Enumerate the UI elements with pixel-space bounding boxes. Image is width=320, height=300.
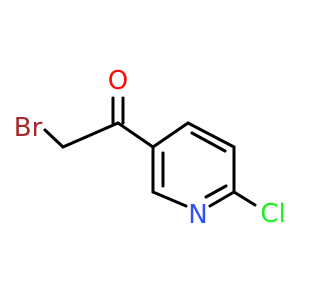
ring-bond-c4-c5-inner: [190, 131, 227, 153]
atom-nitrogen: N: [188, 200, 207, 230]
structure-canvas: O Br N Cl: [13, 66, 286, 230]
atom-chlorine: Cl: [260, 199, 285, 229]
bond-br-ch2: [43, 128, 65, 149]
atom-oxygen: O: [108, 66, 128, 96]
bond-c6-cl: [232, 190, 257, 207]
bond-ch2-carbonyl: [61, 121, 120, 149]
ring-bond-c4-c5: [186, 121, 236, 149]
ring-bond-c6-n-inner: [204, 184, 228, 199]
molecule-structure: O Br N Cl: [14, 66, 286, 230]
ring-bond-c3-c4: [151, 121, 190, 149]
ring-bond-c6-n: [208, 190, 236, 208]
ring-bond-n-c2: [151, 190, 188, 208]
atom-bromine: Br: [14, 113, 43, 143]
bond-carbonyl-ring: [116, 121, 155, 149]
